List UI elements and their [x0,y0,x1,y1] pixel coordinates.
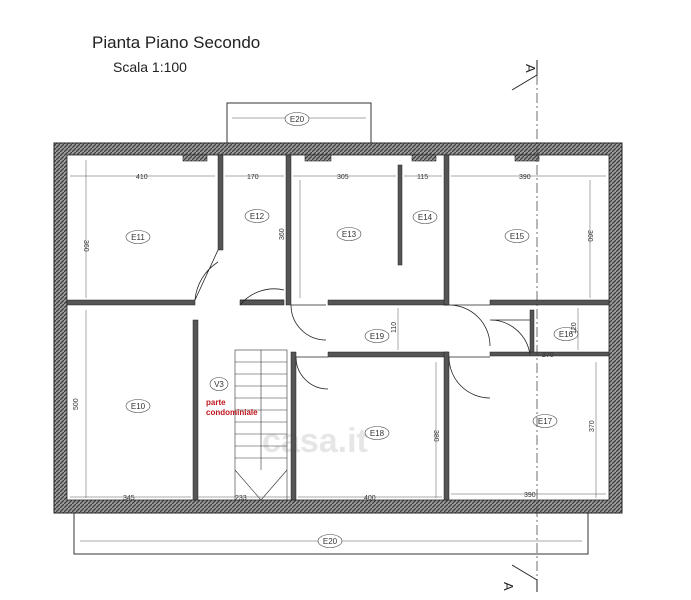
room-e10: E10 [125,399,151,413]
room-e11: E11 [125,230,151,244]
condominium-note-line1: parte [206,398,226,407]
condominium-note-line2: condominiale [206,408,258,417]
dim-360-mid: 360 [279,228,286,240]
room-label-e14: E14 [418,213,433,222]
room-label-v3: V3 [214,380,224,389]
dim-390-bottom: 390 [524,492,536,499]
room-e12: E12 [244,209,270,223]
dim-370: 370 [589,420,596,432]
room-e19: E19 [364,329,390,343]
room-e20-top: E20 [284,112,310,126]
interior-walls [66,154,610,501]
watermark: casa.it [262,422,368,460]
room-e20-bottom: E20 [317,534,343,548]
room-label-e10: E10 [131,402,146,411]
dim-305: 305 [337,174,349,181]
room-e18: E18 [364,426,390,440]
room-e14: E14 [412,210,438,224]
room-label-e16: E16 [559,330,574,339]
dim-110: 110 [391,322,398,333]
dimension-lines [70,160,606,498]
dim-360-right: 360 [586,230,593,242]
room-label-e11: E11 [131,233,145,242]
dim-170: 170 [247,174,259,181]
room-e13: E13 [336,227,362,241]
plan-scale: Scala 1:100 [113,59,187,75]
plan-title: Pianta Piano Secondo [92,33,260,52]
dim-233: 233 [235,495,247,502]
room-label-e20-top: E20 [290,115,305,124]
dim-400: 400 [364,495,376,502]
room-label-e19: E19 [370,332,385,341]
outer-walls [53,142,623,514]
dim-380: 380 [432,430,439,442]
dim-500: 500 [73,398,80,410]
dim-345: 345 [123,495,135,502]
room-label-e15: E15 [510,232,525,241]
section-marker-bottom: A [501,582,516,591]
dim-120: 120 [571,322,578,334]
dim-115: 115 [417,174,428,181]
room-e16: E16 [553,327,579,341]
room-v3: V3 [209,377,229,391]
dim-270: 270 [542,352,554,359]
room-label-e18: E18 [370,429,385,438]
dim-390-top: 390 [519,174,531,181]
room-label-e17: E17 [538,417,553,426]
room-label-e20-bottom: E20 [323,537,338,546]
staircase [234,349,288,501]
room-label-e12: E12 [250,212,265,221]
dim-410: 410 [136,174,148,181]
dim-360-left: 360 [82,240,89,252]
room-label-e13: E13 [342,230,357,239]
room-e17: E17 [532,414,558,428]
doors [194,249,531,399]
section-marker-top: A [523,64,538,73]
section-line: A A [501,60,538,592]
room-e15: E15 [504,229,530,243]
